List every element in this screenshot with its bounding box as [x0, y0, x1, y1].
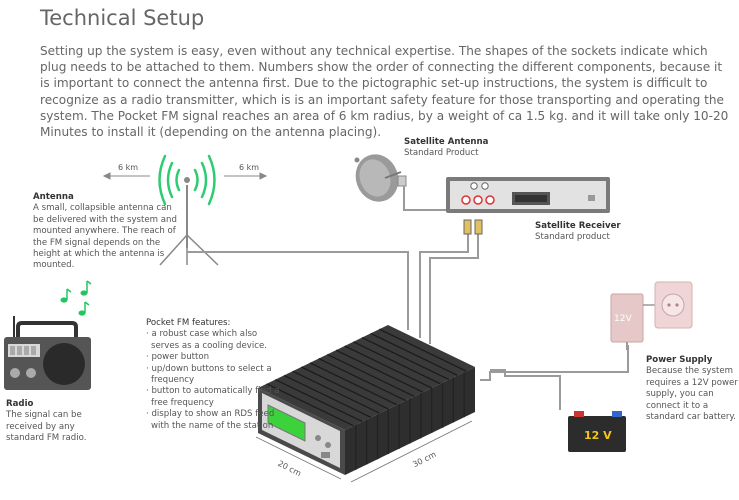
heatsink-fin [335, 349, 424, 393]
intro-paragraph: Setting up the system is easy, even with… [40, 44, 729, 140]
feature-item: · power button [146, 352, 210, 363]
feature-item: · up/down buttons to select a frequency [146, 363, 272, 386]
antenna-label: Antenna A small, collapsible antenna can… [33, 192, 178, 272]
battery-voltage-label: 12 V [584, 429, 612, 442]
car-battery-illustration [568, 411, 626, 452]
pocket-fm-features: Pocket FM features: · a robust case whic… [146, 318, 281, 432]
power-adapter-illustration [610, 293, 655, 350]
heatsink-fin [275, 379, 363, 423]
heatsink-fin [309, 362, 398, 406]
radio-label: Radio The signal can be received by any … [6, 399, 96, 445]
wall-socket-icon [654, 281, 693, 329]
pocket-fm-title: Pocket FM features: [146, 318, 231, 328]
satellite-antenna-label: Satellite Antenna Standard Product [404, 137, 514, 160]
satellite-receiver-title: Satellite Receiver [535, 221, 621, 231]
antenna-signal-waves [158, 154, 216, 206]
range-arrow-left [102, 172, 150, 180]
page-title: Technical Setup [40, 6, 205, 30]
radio-illustration [4, 316, 91, 390]
heatsink-fin [292, 370, 380, 414]
satellite-dish-illustration [354, 154, 407, 202]
power-supply-label: Power Supply Because the system requires… [646, 355, 738, 423]
pocket-fm-device-illustration [258, 325, 475, 475]
power-supply-title: Power Supply [646, 355, 713, 365]
heatsink-fin [344, 345, 432, 389]
heatsink-fin [327, 353, 415, 397]
heatsink-fin [266, 383, 354, 427]
heatsink-fin [318, 358, 406, 402]
antenna-title: Antenna [33, 192, 74, 202]
satellite-receiver-illustration [446, 177, 610, 213]
radio-title: Radio [6, 399, 34, 409]
antenna-illustration [102, 154, 268, 266]
satellite-antenna-title: Satellite Antenna [404, 137, 489, 147]
feature-item: · button to automatically find a free fr… [146, 386, 280, 408]
music-notes-icon [60, 280, 92, 316]
satellite-receiver-text: Standard product [535, 232, 610, 243]
cables [187, 186, 629, 410]
heatsink-fin [301, 366, 389, 410]
satellite-antenna-text: Standard Product [404, 148, 479, 159]
dimension-lines [255, 420, 473, 483]
heatsink-fin [370, 332, 458, 376]
range-label-right: 6 km [239, 163, 260, 172]
heatsink-fin [379, 328, 467, 372]
feature-item: · display to show an RDS feed with the n… [146, 409, 275, 431]
radio-text: The signal can be received by any standa… [6, 410, 87, 444]
features-list: · a robust case which also serves as a c… [146, 329, 281, 432]
power-supply-text: Because the system requires a 12V power … [646, 366, 738, 423]
adapter-voltage-label: 12V [614, 314, 632, 324]
heatsink-fin [361, 337, 450, 381]
range-label-left: 6 km [118, 163, 139, 172]
range-arrow-right [224, 172, 268, 180]
heatsink-fin [353, 341, 441, 385]
heatsink-fin [283, 374, 372, 418]
receiver-plugs [463, 219, 483, 235]
feature-item: · a robust case which also serves as a c… [146, 329, 267, 351]
satellite-receiver-label: Satellite Receiver Standard product [535, 221, 645, 244]
antenna-text: A small, collapsible antenna can be deli… [33, 203, 177, 271]
